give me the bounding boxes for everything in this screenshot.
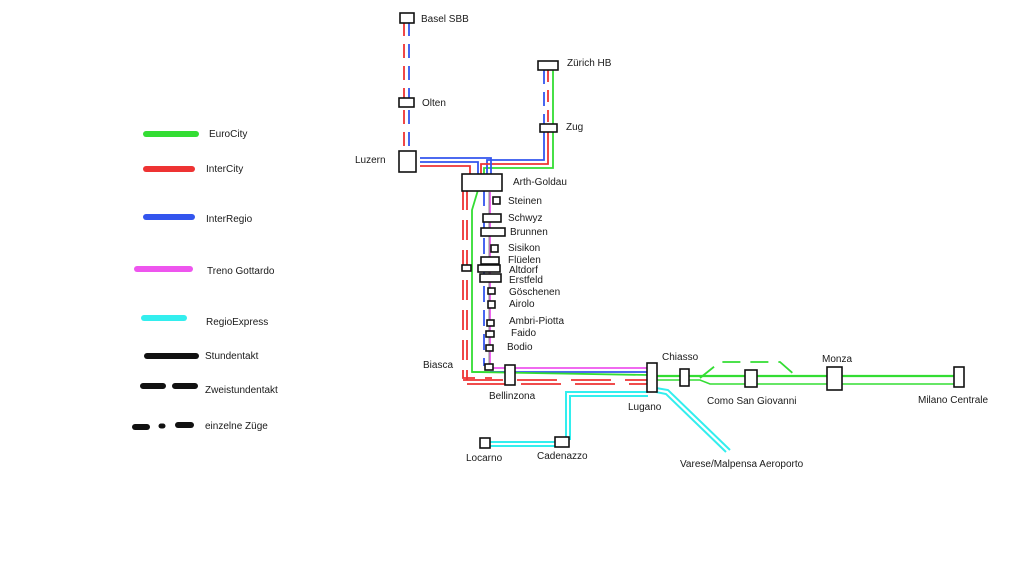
legend-label-zweistundentakt: Zweistundentakt	[205, 385, 278, 396]
station-label-bodio: Bodio	[507, 342, 533, 353]
line-ic-gotthard	[462, 190, 492, 379]
line-ec-zurich-arth	[483, 70, 554, 178]
station-marker-lugano	[646, 362, 658, 393]
station-marker-zug	[539, 123, 558, 133]
legend-label-treno-gottardo: Treno Gottardo	[207, 266, 275, 277]
legend-label-regioexpress: RegioExpress	[206, 317, 268, 328]
station-label-airolo: Airolo	[509, 299, 535, 310]
station-marker-cadenazzo	[554, 436, 570, 448]
station-label-schwyz: Schwyz	[508, 213, 542, 224]
station-label-chiasso: Chiasso	[662, 352, 699, 363]
station-marker-arth	[461, 173, 503, 192]
station-label-sisikon: Sisikon	[508, 243, 540, 254]
legend-swatch-einzelne-zuege	[132, 422, 194, 430]
station-labels: Basel SBB Olten Zürich HB Zug Luzern Art…	[355, 14, 988, 470]
station-label-olten: Olten	[422, 98, 446, 109]
station-label-erstfeld: Erstfeld	[509, 275, 543, 286]
station-label-como: Como San Giovanni	[707, 396, 797, 407]
line-ir-luzern-arth-2	[420, 161, 479, 178]
station-marker-zurich	[537, 60, 559, 71]
station-label-steinen: Steinen	[508, 196, 542, 207]
station-label-zurich: Zürich HB	[567, 58, 612, 69]
legend: EuroCity InterCity InterRegio Treno Gott…	[132, 129, 278, 432]
line-re-cadenazzo-lugano	[565, 391, 648, 440]
station-label-lugano: Lugano	[628, 402, 662, 413]
station-label-goeschenen: Göschenen	[509, 287, 560, 298]
station-marker-ambri	[486, 319, 495, 327]
legend-label-interregio: InterRegio	[206, 214, 253, 225]
station-marker-erstfeld-ic	[461, 264, 472, 272]
line-ec-lugano-milano-2	[657, 379, 958, 385]
station-label-locarno: Locarno	[466, 453, 503, 464]
station-marker-bodio	[485, 344, 494, 352]
station-marker-monza	[826, 366, 843, 391]
station-label-zug: Zug	[566, 122, 583, 133]
station-label-luzern: Luzern	[355, 155, 386, 166]
station-marker-goeschenen	[487, 287, 496, 295]
route-lines	[403, 22, 958, 453]
station-label-faido: Faido	[511, 328, 536, 339]
legend-label-intercity: InterCity	[206, 164, 243, 175]
station-marker-steinen	[492, 196, 501, 205]
line-ec-bellinzona-lugano	[471, 371, 649, 376]
line-re-lugano-varese-2	[655, 391, 727, 453]
line-ir-zug-arth	[486, 132, 545, 176]
station-label-varese: Varese/Malpensa Aeroporto	[680, 459, 804, 470]
station-marker-como	[744, 369, 758, 388]
station-marker-altdorf	[477, 264, 501, 273]
station-marker-bellinzona	[504, 364, 516, 386]
line-ir-luzern-arth	[420, 157, 492, 178]
station-marker-brunnen	[480, 227, 506, 237]
station-marker-erstfeld	[479, 273, 502, 283]
station-label-basel: Basel SBB	[421, 14, 469, 25]
station-markers	[398, 12, 965, 449]
station-label-flueelen: Flüelen	[508, 255, 541, 266]
legend-label-einzelne-zuege: einzelne Züge	[205, 421, 268, 432]
station-label-ambri: Ambri-Piotta	[509, 316, 564, 327]
legend-label-stundentakt: Stundentakt	[205, 351, 259, 362]
station-label-brunnen: Brunnen	[510, 227, 548, 238]
station-label-arth: Arth-Goldau	[513, 177, 567, 188]
station-marker-luzern	[398, 150, 417, 173]
station-marker-basel	[399, 12, 415, 24]
station-marker-locarno	[479, 437, 491, 449]
station-marker-milano	[953, 366, 965, 388]
station-marker-olten	[398, 97, 415, 108]
station-marker-flueelen	[480, 256, 500, 265]
station-label-milano: Milano Centrale	[918, 395, 988, 406]
station-marker-sisikon	[490, 244, 499, 253]
station-marker-biasca	[484, 363, 494, 371]
station-label-altdorf: Altdorf	[509, 265, 538, 276]
line-ic-zug-arth	[480, 132, 549, 178]
station-label-biasca: Biasca	[423, 360, 453, 371]
legend-label-eurocity: EuroCity	[209, 129, 247, 140]
line-ec-como-bypass	[699, 361, 797, 379]
station-marker-schwyz	[482, 213, 502, 223]
station-marker-chiasso	[679, 368, 690, 387]
station-marker-faido	[485, 330, 495, 338]
line-re-lugano-varese	[655, 387, 731, 451]
station-label-cadenazzo: Cadenazzo	[537, 451, 588, 462]
line-re-cadenazzo-lugano-2	[569, 395, 648, 440]
station-label-bellinzona: Bellinzona	[489, 391, 536, 402]
station-marker-airolo	[487, 300, 496, 309]
station-label-monza: Monza	[822, 354, 852, 365]
